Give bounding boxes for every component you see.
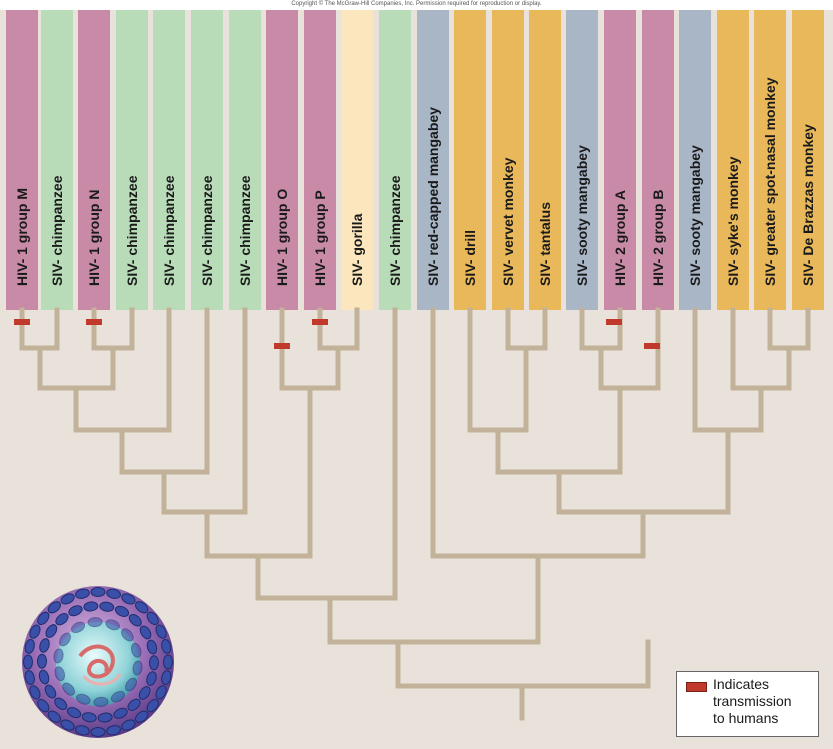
taxon-label-bar: SIV- syke's monkey [717,10,749,310]
taxon-label-bar: SIV- gorilla [341,10,373,310]
taxon-label-bar: SIV- chimpanzee [191,10,223,310]
taxon-label-bar: SIV- drill [454,10,486,310]
transmission-marker [644,343,660,349]
taxon-label-bar: HIV- 2 group B [642,10,674,310]
taxon-label-bar: SIV- chimpanzee [153,10,185,310]
taxon-label-bar: SIV- greater spot-nasal monkey [754,10,786,310]
legend-line-1: Indicates [713,676,770,692]
legend-text: Indicates transmission to humans [713,676,813,727]
taxon-label-bar: SIV- chimpanzee [41,10,73,310]
legend-line-2: transmission [713,693,792,709]
transmission-marker [86,319,102,325]
taxon-label-bar: SIV- tantalus [529,10,561,310]
taxon-label-bar: SIV- sooty mangabey [679,10,711,310]
taxon-label-bar: SIV- chimpanzee [116,10,148,310]
taxon-label-bar: SIV- De Brazzas monkey [792,10,824,310]
copyright-notice: Copyright © The McGraw-Hill Companies, I… [291,1,542,7]
taxon-label-bar: HIV- 2 group A [604,10,636,310]
taxon-label-bar: HIV- 1 group P [304,10,336,310]
taxon-label-bar: SIV- sooty mangabey [566,10,598,310]
taxon-label-bar: SIV- vervet monkey [492,10,524,310]
transmission-marker [312,319,328,325]
taxon-label-bar: SIV- chimpanzee [379,10,411,310]
taxon-label-bar: HIV- 1 group M [6,10,38,310]
hiv-virion-icon [22,586,174,738]
transmission-marker [274,343,290,349]
transmission-marker [606,319,622,325]
taxon-label-bar: SIV- chimpanzee [229,10,261,310]
taxon-label-bar: HIV- 1 group N [78,10,110,310]
taxon-label-bar: SIV- red-capped mangabey [417,10,449,310]
legend: Indicates transmission to humans [676,671,819,737]
taxon-label-bar: HIV- 1 group O [266,10,298,310]
transmission-marker-swatch [686,682,707,692]
legend-line-3: to humans [713,710,779,726]
transmission-marker [14,319,30,325]
